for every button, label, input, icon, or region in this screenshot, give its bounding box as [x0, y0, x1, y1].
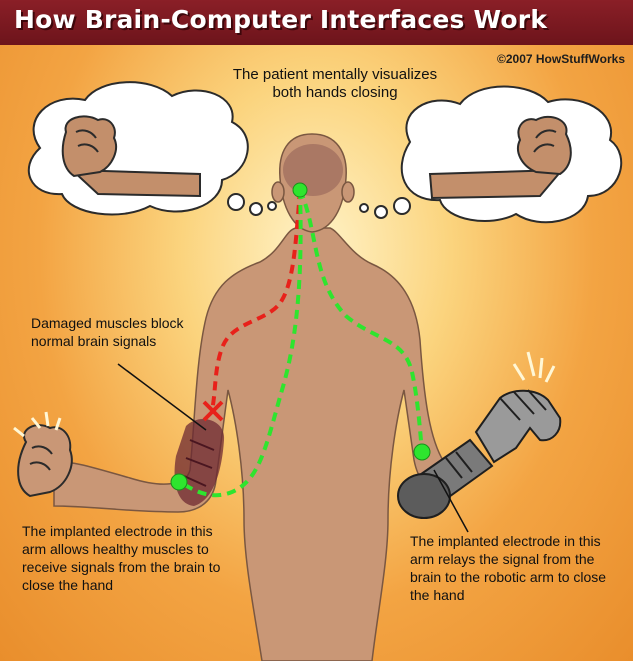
callout-line-damaged	[118, 364, 206, 430]
burst-lines-right	[514, 352, 554, 382]
thought-dot	[360, 204, 368, 212]
brain-area	[283, 144, 343, 196]
electrode-node-icon	[171, 474, 187, 490]
caption-left-electrode: The implanted electrode in this arm allo…	[22, 522, 237, 594]
thought-bubble-icon	[402, 87, 621, 223]
forearm	[430, 170, 562, 198]
electrode-node-icon	[414, 444, 430, 460]
robot-elbow-joint	[398, 474, 450, 518]
thought-dot	[375, 206, 387, 218]
thought-dot	[228, 194, 244, 210]
ear-left	[272, 182, 284, 202]
thought-bubble-left	[29, 82, 276, 215]
thought-dot	[250, 203, 262, 215]
thought-dot	[394, 198, 410, 214]
caption-damaged-muscles: Damaged muscles block normal brain signa…	[31, 314, 201, 350]
robotic-hand-icon	[476, 391, 560, 462]
body	[54, 228, 444, 661]
thought-dot	[268, 202, 276, 210]
electrode-node-icon	[293, 183, 307, 197]
caption-patient-visualizes: The patient mentally visualizes both han…	[230, 66, 440, 102]
thought-bubble-right	[360, 87, 621, 223]
caption-right-electrode: The implanted electrode in this arm rela…	[410, 532, 620, 604]
ear-right	[342, 182, 354, 202]
